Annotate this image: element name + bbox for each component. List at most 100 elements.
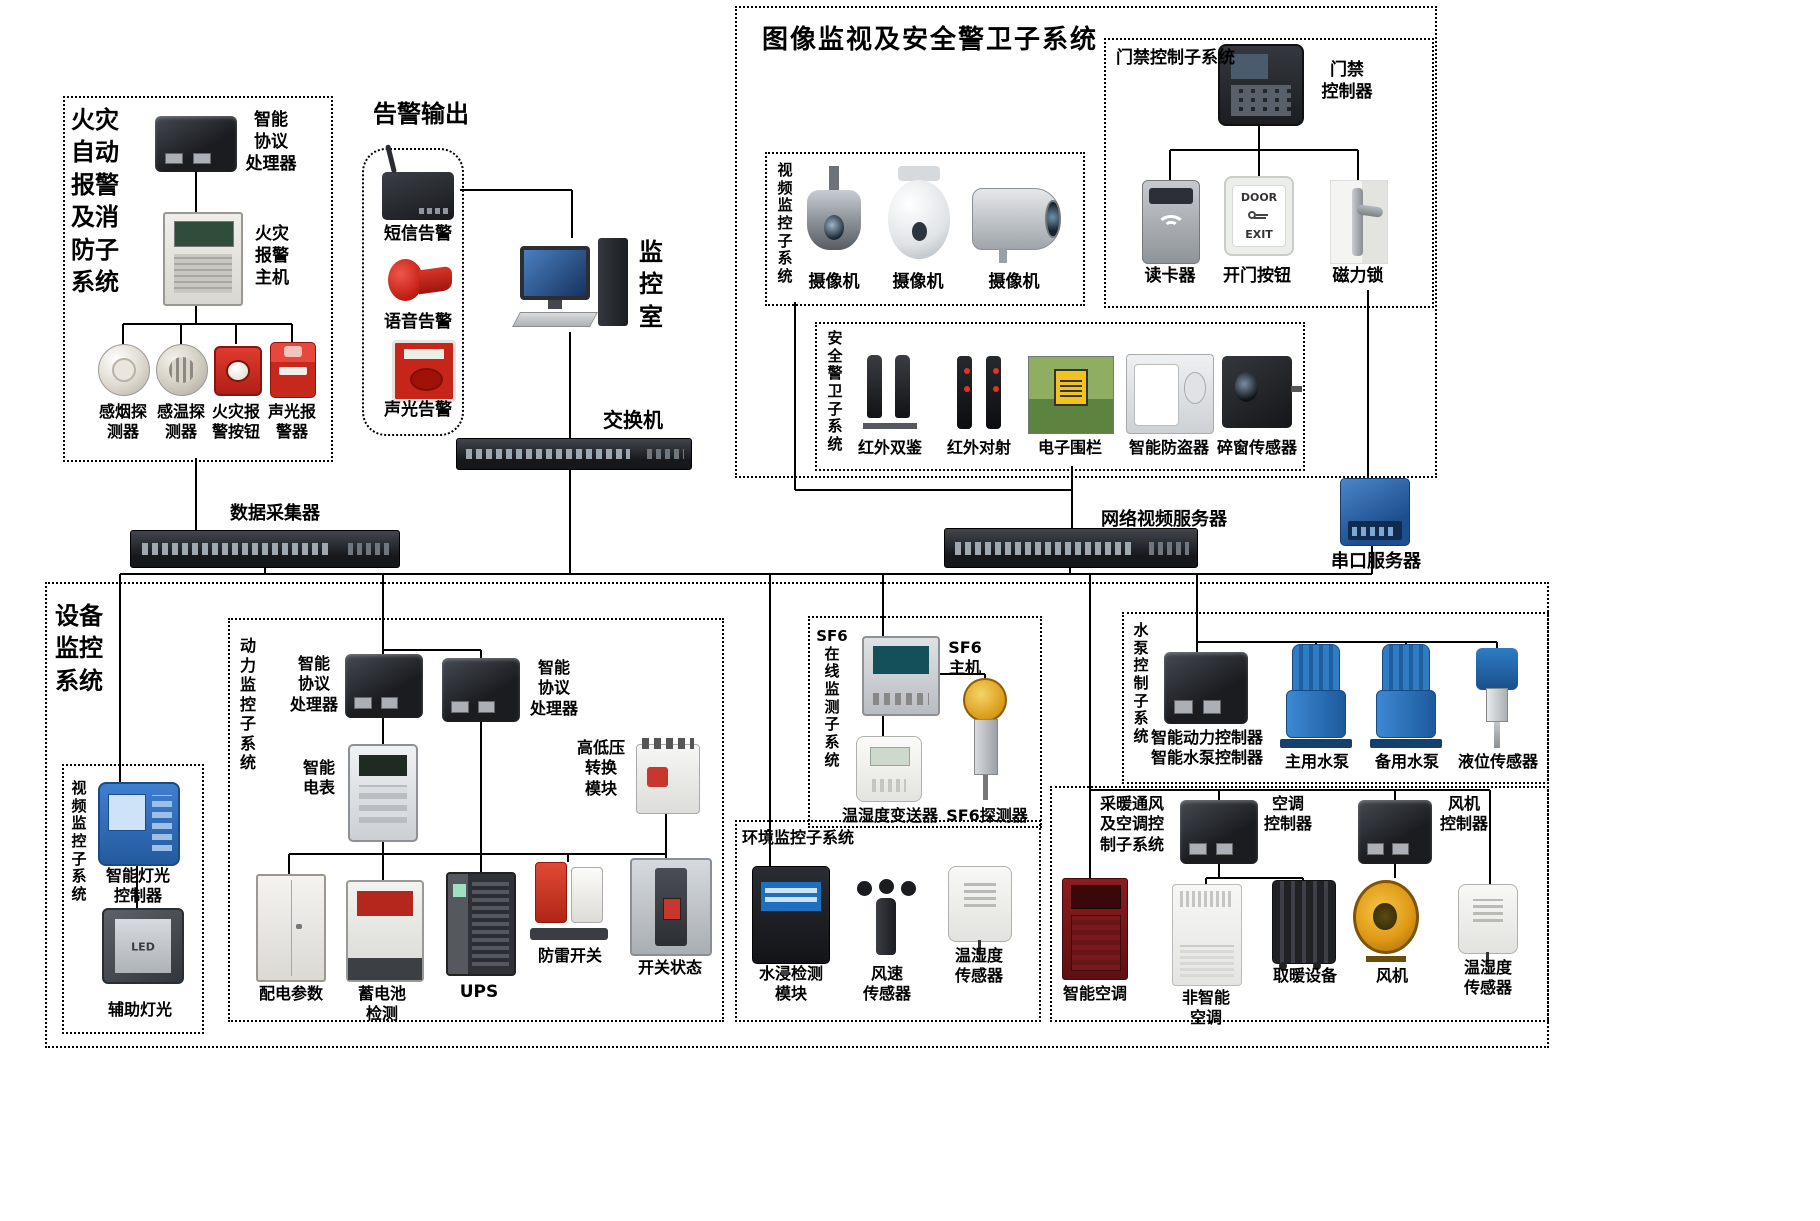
fire-subsystem-title: 火灾 自动 报警 及消 防子 系统 — [71, 106, 119, 296]
smart-meter-device — [348, 744, 418, 842]
pump-controller-label: 智能动力控制器 智能水泵控制器 — [1150, 728, 1263, 768]
aux-floodlight-device: LED — [102, 908, 184, 984]
distribution-cabinet-device — [256, 874, 326, 982]
computer-keyboard — [512, 312, 598, 327]
sf6-detector-label: SF6探测器 — [946, 806, 1028, 825]
heater-device — [1272, 880, 1336, 971]
main-pump-device — [1280, 644, 1352, 748]
alarm-output-box — [362, 148, 464, 436]
data-collector-device — [130, 530, 400, 568]
smoke-detector-device — [98, 344, 150, 396]
computer-monitor — [520, 246, 590, 300]
dome-camera-label: 摄像机 — [808, 272, 860, 292]
video-surveillance-box — [765, 152, 1085, 306]
heater-label: 取暖设备 — [1272, 966, 1337, 985]
breaker-status-device — [630, 858, 712, 956]
fire-protocol-processor-device — [155, 116, 237, 172]
soundlight-alarm-label: 声光告警 — [384, 400, 452, 420]
wind-speed-sensor-device — [854, 876, 920, 960]
electronic-fence-device — [1028, 356, 1114, 434]
pump-controller-device — [1164, 652, 1248, 724]
hvlv-module-label: 高低压 转换 模块 — [576, 738, 625, 798]
equipment-monitoring-title: 设备 监控 系统 — [55, 602, 103, 695]
heat-detector-device — [156, 344, 208, 396]
door-button-label: 开门按钮 — [1223, 266, 1291, 286]
sf6-monitoring-title: SF6 在 线 监 测 子 系 统 — [816, 627, 848, 769]
lightning-switch-device — [530, 862, 608, 940]
lightning-label: 防雷开关 — [537, 946, 602, 965]
ir-beam-device — [950, 354, 1008, 432]
computer-screen — [524, 250, 586, 296]
fire-subsystem-box — [63, 96, 333, 462]
access-control-box — [1104, 38, 1434, 308]
bullet-camera-label: 摄像机 — [988, 272, 1040, 292]
surveillance-title: 图像监视及安全警卫子系统 — [762, 25, 1099, 55]
power-protocol-processor-2-label: 智能 协议 处理器 — [529, 658, 578, 718]
surveillance-box — [735, 6, 1437, 478]
power-monitoring-title: 动 力 监 控 子 系 统 — [239, 636, 256, 773]
smoke-detector-label: 感烟探 测器 — [98, 402, 147, 442]
equipment-video-box — [62, 764, 204, 1034]
detector-base — [863, 422, 917, 430]
pump-base — [1370, 738, 1442, 748]
ir-beam-leds — [964, 368, 970, 374]
serial-server-device — [1340, 478, 1410, 546]
pump-control-title: 水 泵 控 制 子 系 统 — [1133, 621, 1149, 746]
computer-stand — [548, 300, 562, 309]
wind-speed-label: 风速 传感器 — [862, 964, 911, 1004]
hvlv-module-device — [636, 738, 700, 814]
ptz-camera-label: 摄像机 — [892, 272, 944, 292]
fan-controller-device — [1358, 800, 1432, 864]
level-sensor-label: 液位传感器 — [1457, 752, 1538, 771]
fire-protocol-processor-label: 智能 协议 处理器 — [245, 110, 297, 174]
ir-beam-label: 红外对射 — [946, 438, 1011, 457]
magnetic-lock-device — [1330, 180, 1388, 264]
card-reader-label: 读卡器 — [1144, 266, 1196, 286]
humidity-transmitter-label: 温湿度变送器 — [841, 806, 938, 825]
water-leak-module-device — [752, 866, 830, 964]
backup-pump-device — [1370, 644, 1442, 748]
env-temp-humidity-sensor-device — [948, 866, 1012, 955]
power-protocol-processor-1-label: 智能 协议 处理器 — [289, 654, 338, 714]
smart-ac-device — [1062, 878, 1128, 980]
sf6-monitoring-box — [808, 616, 1042, 828]
distribution-label: 配电参数 — [258, 984, 323, 1003]
camera-lens-icon — [912, 221, 928, 241]
camera-lens-icon — [823, 215, 845, 241]
control-room-label: 监 控 室 — [639, 238, 663, 331]
sms-alarm-device — [382, 172, 454, 220]
fan-base — [1365, 956, 1407, 962]
pump-control-box — [1122, 612, 1549, 784]
anti-theft-label: 智能防盗器 — [1128, 438, 1209, 457]
normal-ac-device — [1172, 884, 1242, 986]
module-base — [530, 927, 608, 940]
heat-detector-label: 感温探 测器 — [156, 402, 205, 442]
fire-alarm-button-label: 火灾报 警按钮 — [211, 402, 260, 442]
ac-controller-device — [1180, 800, 1258, 864]
sf6-host-device — [862, 636, 940, 716]
sf6-host-label: SF6 主机 — [948, 638, 982, 678]
voice-alarm-device — [388, 252, 452, 308]
window-break-sensor-device — [1222, 356, 1302, 428]
fire-alarm-host-device — [163, 212, 243, 306]
security-guard-box — [815, 322, 1305, 471]
door-button-plate: DOOR EXIT — [1231, 184, 1287, 248]
access-control-title: 门禁控制子系统 — [1116, 48, 1235, 68]
sensor-probe — [1494, 720, 1500, 748]
ups-label: UPS — [459, 982, 499, 1002]
door-exit-button-device: DOOR EXIT — [1224, 176, 1294, 256]
battery-tester-device — [346, 880, 424, 982]
equipment-video-title: 视 频 监 控 子 系 统 — [71, 779, 87, 904]
level-sensor-device — [1470, 648, 1524, 748]
ptz-camera-device — [884, 166, 954, 262]
water-leak-label: 水浸检测 模块 — [758, 964, 823, 1004]
hvac-temp-humidity-sensor-device — [1458, 884, 1518, 966]
environment-monitoring-box — [735, 820, 1041, 1022]
card-reader-device — [1142, 180, 1200, 264]
smart-ac-label: 智能空调 — [1062, 984, 1127, 1003]
power-protocol-processor-1-device — [345, 654, 423, 718]
door-button-door-text: DOOR — [1240, 190, 1278, 204]
door-button-exit-text: EXIT — [1245, 228, 1273, 242]
